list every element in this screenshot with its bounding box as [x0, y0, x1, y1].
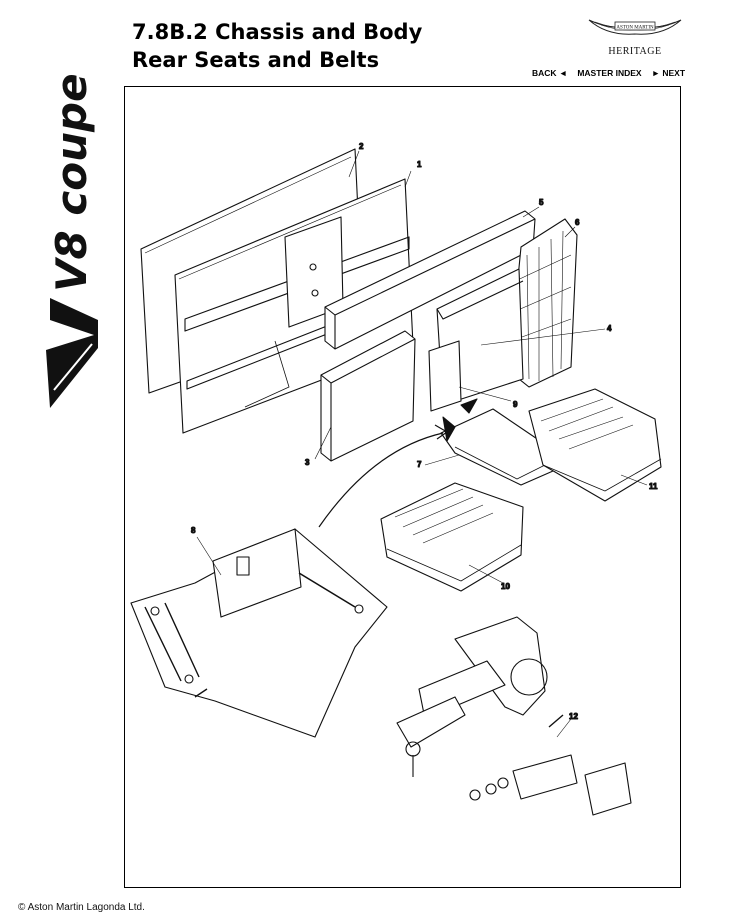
title-line-2: Rear Seats and Belts — [132, 48, 380, 72]
callout-10: 10 — [501, 582, 510, 591]
diagram-frame: 1 2 3 4 5 6 7 8 9 10 11 12 — [124, 86, 681, 888]
next-link[interactable]: ► NEXT — [651, 68, 686, 78]
callout-leaders — [196, 150, 648, 738]
callout-12: 12 — [569, 712, 578, 721]
callout-9: 9 — [513, 400, 518, 409]
master-index-link[interactable]: MASTER INDEX — [577, 68, 642, 78]
part-11-seat-base-right — [528, 388, 662, 502]
callout-8: 8 — [191, 526, 196, 535]
part-9-panel — [428, 340, 462, 412]
aston-martin-logo: ASTON MARTIN — [588, 19, 682, 35]
assembly-arrow — [318, 424, 448, 528]
back-link[interactable]: BACK ◄ — [532, 68, 568, 78]
callout-3: 3 — [305, 458, 310, 467]
part-12-seat-belt — [396, 616, 632, 816]
part-3-seat-cushion — [320, 330, 416, 462]
part-10-seat-base-left — [380, 482, 524, 592]
callout-11: 11 — [649, 482, 658, 491]
heritage-label: HERITAGE — [608, 46, 662, 57]
callout-7: 7 — [417, 460, 422, 469]
callout-2: 2 — [359, 142, 364, 151]
callout-1: 1 — [417, 160, 422, 169]
v8-coupe-brand-mark: V8 coupe — [46, 73, 98, 408]
page-title: 7.8B.2 Chassis and Body Rear Seats and B… — [132, 18, 422, 74]
callout-4: 4 — [607, 324, 612, 333]
exploded-parts-diagram: 1 2 3 4 5 6 7 8 9 10 11 12 — [130, 141, 662, 816]
title-line-1: 7.8B.2 Chassis and Body — [132, 20, 423, 44]
page-navigation: BACK ◄ MASTER INDEX ► NEXT — [532, 68, 685, 78]
logo-text: ASTON MARTIN — [616, 26, 654, 31]
copyright-footer: © Aston Martin Lagonda Ltd. — [18, 902, 145, 913]
callout-labels: 1 2 3 4 5 6 7 8 9 10 11 12 — [190, 141, 658, 721]
callout-6: 6 — [575, 218, 580, 227]
part-1-bulkhead-panel — [174, 178, 414, 434]
v8-coupe-text: V8 coupe — [47, 73, 96, 292]
part-8-seat-frame — [130, 528, 388, 738]
callout-5: 5 — [539, 198, 544, 207]
